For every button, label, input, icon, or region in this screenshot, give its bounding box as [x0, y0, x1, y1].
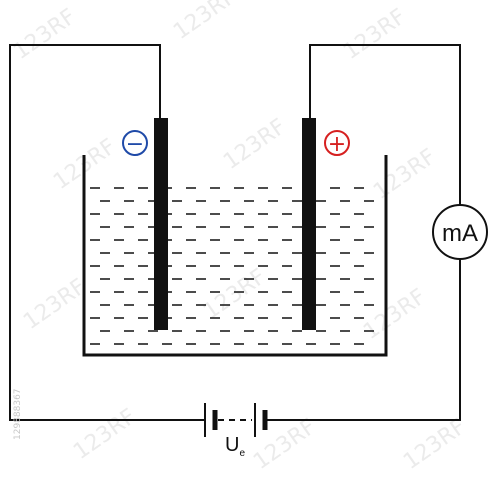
meter-label: mA — [442, 220, 478, 247]
milliammeter: mA — [432, 204, 488, 260]
svg-text:123RF: 123RF — [219, 114, 291, 175]
svg-text:123RF: 123RF — [339, 4, 411, 65]
positive-sign: + — [328, 132, 346, 157]
beaker — [82, 155, 388, 357]
negative-sign: − — [126, 132, 144, 157]
negative-pole-marker: − — [122, 130, 148, 157]
circuit-wires — [9, 44, 461, 421]
positive-pole-marker: + — [324, 130, 350, 157]
svg-text:123RF: 123RF — [369, 144, 441, 205]
svg-text:123RF: 123RF — [19, 274, 91, 335]
electrolyte-liquid — [90, 187, 374, 345]
voltage-subscript: e — [239, 448, 245, 459]
cathode-electrode — [154, 118, 168, 330]
svg-text:123RF: 123RF — [69, 404, 141, 465]
svg-text:123RF: 123RF — [359, 284, 431, 345]
svg-text:123RF: 123RF — [9, 4, 81, 65]
svg-text:123RF: 123RF — [169, 0, 241, 45]
wire-right-top — [309, 44, 461, 206]
wire-right-bottom — [265, 258, 461, 421]
svg-text:123RF: 123RF — [199, 264, 271, 325]
watermark: 123RF 123RF 123RF 123RF 123RF 123RF 123R… — [9, 0, 471, 475]
wire-left — [9, 44, 205, 421]
anode-electrode — [302, 118, 316, 330]
battery-symbol — [204, 403, 268, 437]
stock-id: 129888367 — [13, 388, 23, 440]
svg-text:123RF: 123RF — [249, 414, 321, 475]
svg-text:123RF: 123RF — [399, 414, 471, 475]
voltage-label: Ue — [225, 434, 245, 459]
